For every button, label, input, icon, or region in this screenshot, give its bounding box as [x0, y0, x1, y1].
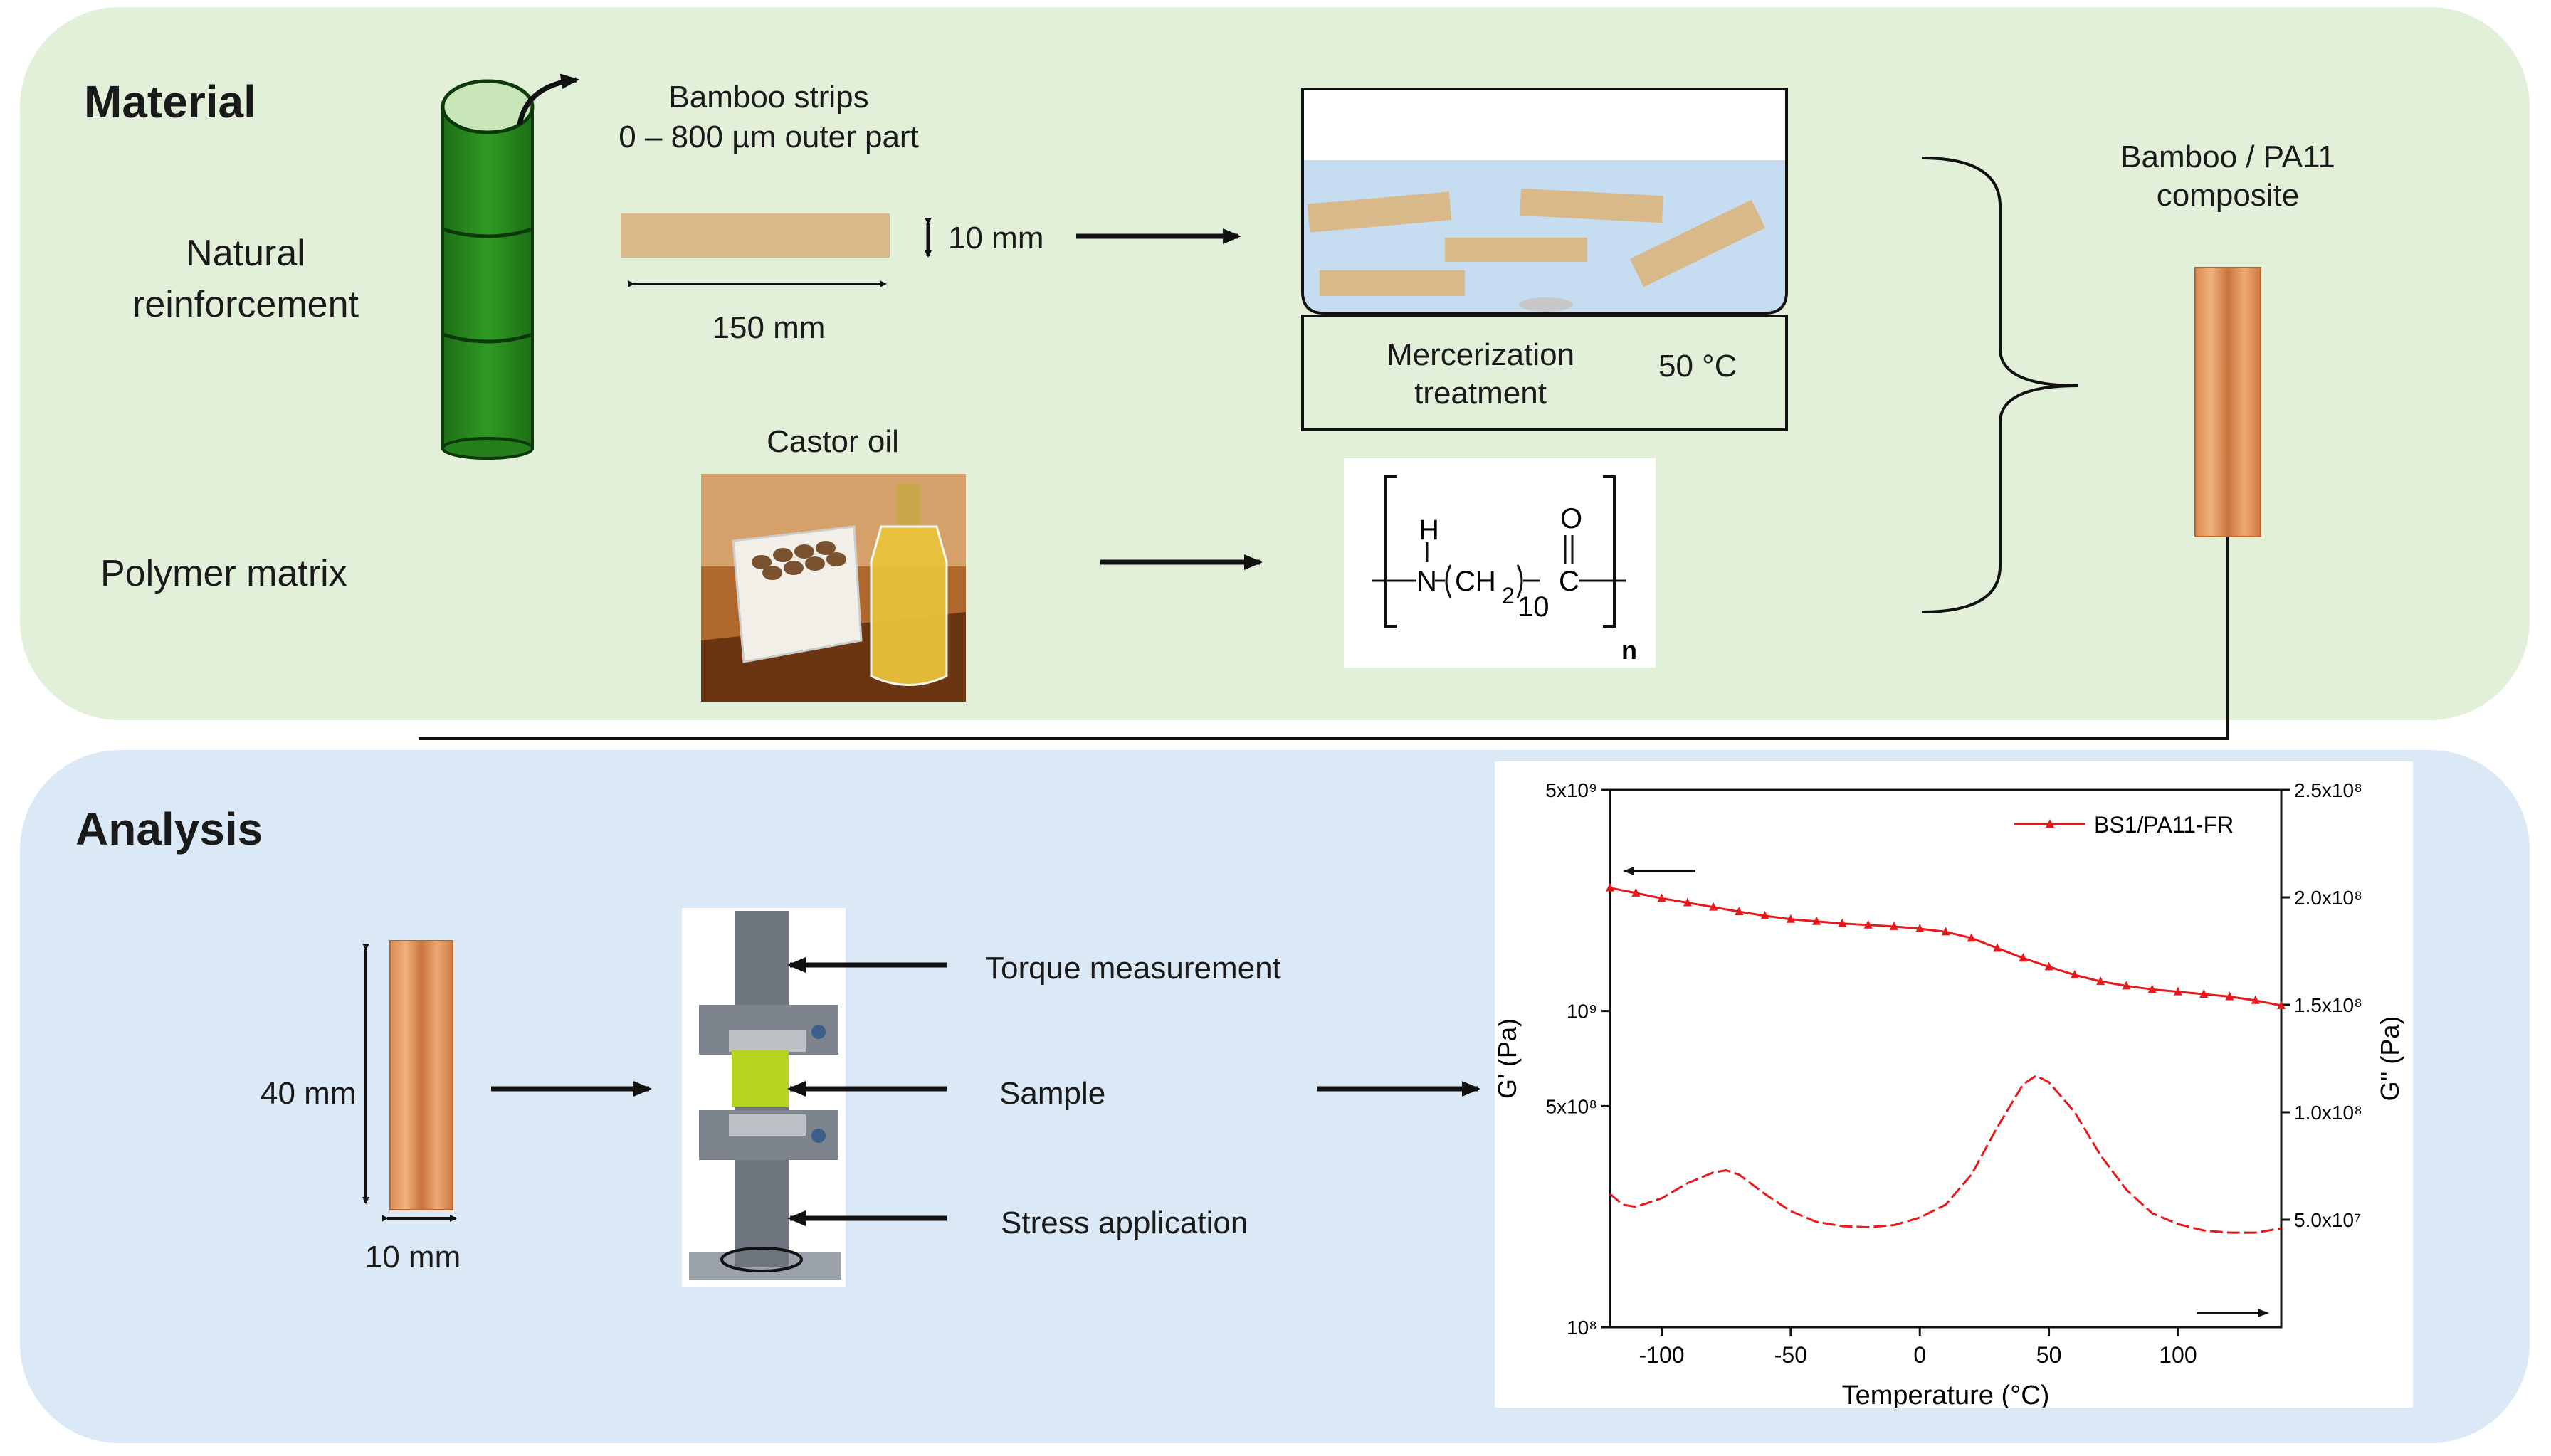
material-graphics — [419, 73, 2261, 740]
x-tick-label: -100 — [1639, 1342, 1685, 1368]
polymer-matrix-label: Polymer matrix — [100, 553, 347, 594]
legend-swatch-marker — [2046, 819, 2054, 828]
series-storage-modulus-point — [1915, 924, 1925, 933]
castor-oil-photo — [701, 474, 966, 702]
mercerization-label-line2: treatment — [1414, 376, 1547, 411]
y-left-axis-label: G' (Pa) — [1495, 1018, 1522, 1099]
pa11-formula-box: H N CH 2 10 O C n — [1344, 458, 1656, 668]
series-storage-modulus-point — [1889, 921, 1898, 930]
series-storage-modulus-point — [2173, 986, 2182, 996]
series-storage-modulus-point — [1967, 933, 1976, 942]
series-storage-modulus-line — [1609, 887, 2282, 1007]
series-storage-modulus-point — [1657, 893, 1666, 902]
y-right-tick-label: 5.0x10⁷ — [2294, 1209, 2361, 1231]
series-storage-modulus-point — [1709, 902, 1718, 911]
series-storage-modulus-point — [2070, 969, 2079, 978]
pa11-c-atom: C — [1559, 566, 1579, 597]
stress-application-label: Stress application — [1001, 1206, 1248, 1240]
y-right-tick-label: 1.0x10⁸ — [2294, 1102, 2362, 1124]
series-storage-modulus-point — [1863, 919, 1873, 929]
series-storage-modulus-point — [1735, 907, 1744, 916]
y-right-axis-label: G'' (Pa) — [2375, 1016, 2404, 1102]
analysis-graphics — [362, 908, 1480, 1287]
sample-width-label: 10 mm — [364, 1240, 461, 1275]
series-loss-modulus-line — [1609, 1074, 2282, 1234]
temperature-label: 50 °C — [1658, 349, 1737, 384]
strip-width-label: 10 mm — [948, 221, 1044, 255]
series-storage-modulus-point — [2277, 1001, 2286, 1010]
series-storage-modulus-point — [1838, 918, 1847, 927]
pa11-repeat-n: n — [1621, 635, 1637, 665]
series-storage-modulus-point — [2122, 981, 2131, 990]
mercerization-label-line1: Mercerization — [1386, 337, 1575, 372]
composite-label-line1: Bamboo / PA11 — [2120, 139, 2335, 174]
series-storage-modulus-point — [1993, 943, 2002, 952]
bamboo-culm-icon — [441, 73, 579, 460]
series-storage-modulus-point — [2044, 961, 2053, 971]
y-left-tick-label: 5x10⁹ — [1545, 779, 1597, 801]
pa11-sub-10: 10 — [1518, 591, 1550, 623]
series-storage-modulus-point — [1941, 927, 1950, 936]
series-storage-modulus-point — [1760, 910, 1769, 919]
series-storage-modulus-point — [1812, 916, 1821, 925]
pa11-o-atom: O — [1560, 503, 1582, 534]
series-storage-modulus-point — [2147, 984, 2157, 993]
y-left-tick-label: 10⁹ — [1567, 1001, 1597, 1023]
series-storage-modulus-point — [2019, 953, 2028, 962]
x-tick-label: 100 — [2159, 1342, 2197, 1368]
plot-frame — [1609, 788, 2283, 1329]
combining-brace — [1921, 157, 2079, 613]
torque-measurement-label: Torque measurement — [985, 951, 1281, 986]
x-tick-label: 0 — [1913, 1342, 1926, 1368]
right-axis-indicator-arrowhead — [2258, 1309, 2269, 1317]
analysis-sample-strip — [389, 940, 453, 1210]
castor-oil-label: Castor oil — [767, 424, 899, 459]
natural-reinforcement-label-line2: reinforcement — [132, 284, 359, 325]
rheometer-icon — [682, 908, 846, 1287]
series-storage-modulus-point — [2251, 995, 2260, 1004]
natural-reinforcement-label-line1: Natural — [186, 233, 305, 274]
series-storage-modulus-point — [2096, 976, 2105, 986]
left-axis-indicator-arrowhead — [1623, 867, 1634, 875]
series-storage-modulus-point — [2225, 991, 2234, 1001]
x-tick-label: 50 — [2036, 1342, 2062, 1368]
pa11-formula-drawing: H N CH 2 10 O C n — [1372, 475, 1637, 665]
pa11-ch-group: CH — [1455, 566, 1496, 597]
sample-label: Sample — [999, 1076, 1106, 1111]
legend-label: BS1/PA11-FR — [2094, 812, 2234, 838]
sample-length-label: 40 mm — [261, 1076, 357, 1111]
series-storage-modulus-point — [1606, 882, 1614, 892]
y-right-tick-label: 2.0x10⁸ — [2294, 887, 2362, 909]
y-left-tick-label: 5x10⁸ — [1545, 1095, 1597, 1117]
series-storage-modulus-point — [1786, 914, 1795, 923]
series-storage-modulus-point — [1683, 897, 1692, 907]
pa11-n-atom: N — [1416, 566, 1437, 597]
composite-label-line2: composite — [2156, 178, 2300, 213]
connector-line — [419, 537, 2229, 740]
x-axis-label: Temperature (°C) — [1842, 1381, 2050, 1408]
x-tick-label: -50 — [1774, 1342, 1807, 1368]
y-left-tick-label: 10⁸ — [1567, 1317, 1597, 1339]
y-right-tick-label: 1.5x10⁸ — [2294, 994, 2362, 1016]
pa11-h-atom: H — [1419, 515, 1439, 546]
y-right-tick-label: 2.5x10⁸ — [2294, 779, 2362, 801]
bamboo-strip-shape — [621, 213, 890, 258]
strip-length-label: 150 mm — [712, 310, 826, 345]
series-storage-modulus-point — [2199, 989, 2209, 998]
bamboo-strips-label: Bamboo strips — [668, 80, 869, 115]
analysis-heading: Analysis — [75, 803, 263, 855]
composite-strip-shape — [2194, 267, 2261, 537]
material-panel — [20, 7, 2530, 720]
series-storage-modulus-point — [1631, 887, 1641, 897]
pa11-sub-2: 2 — [1502, 583, 1515, 608]
mercerization-bath-icon — [1301, 88, 1788, 431]
material-heading: Material — [84, 76, 256, 127]
bamboo-strips-thickness-label: 0 – 800 µm outer part — [619, 120, 919, 154]
